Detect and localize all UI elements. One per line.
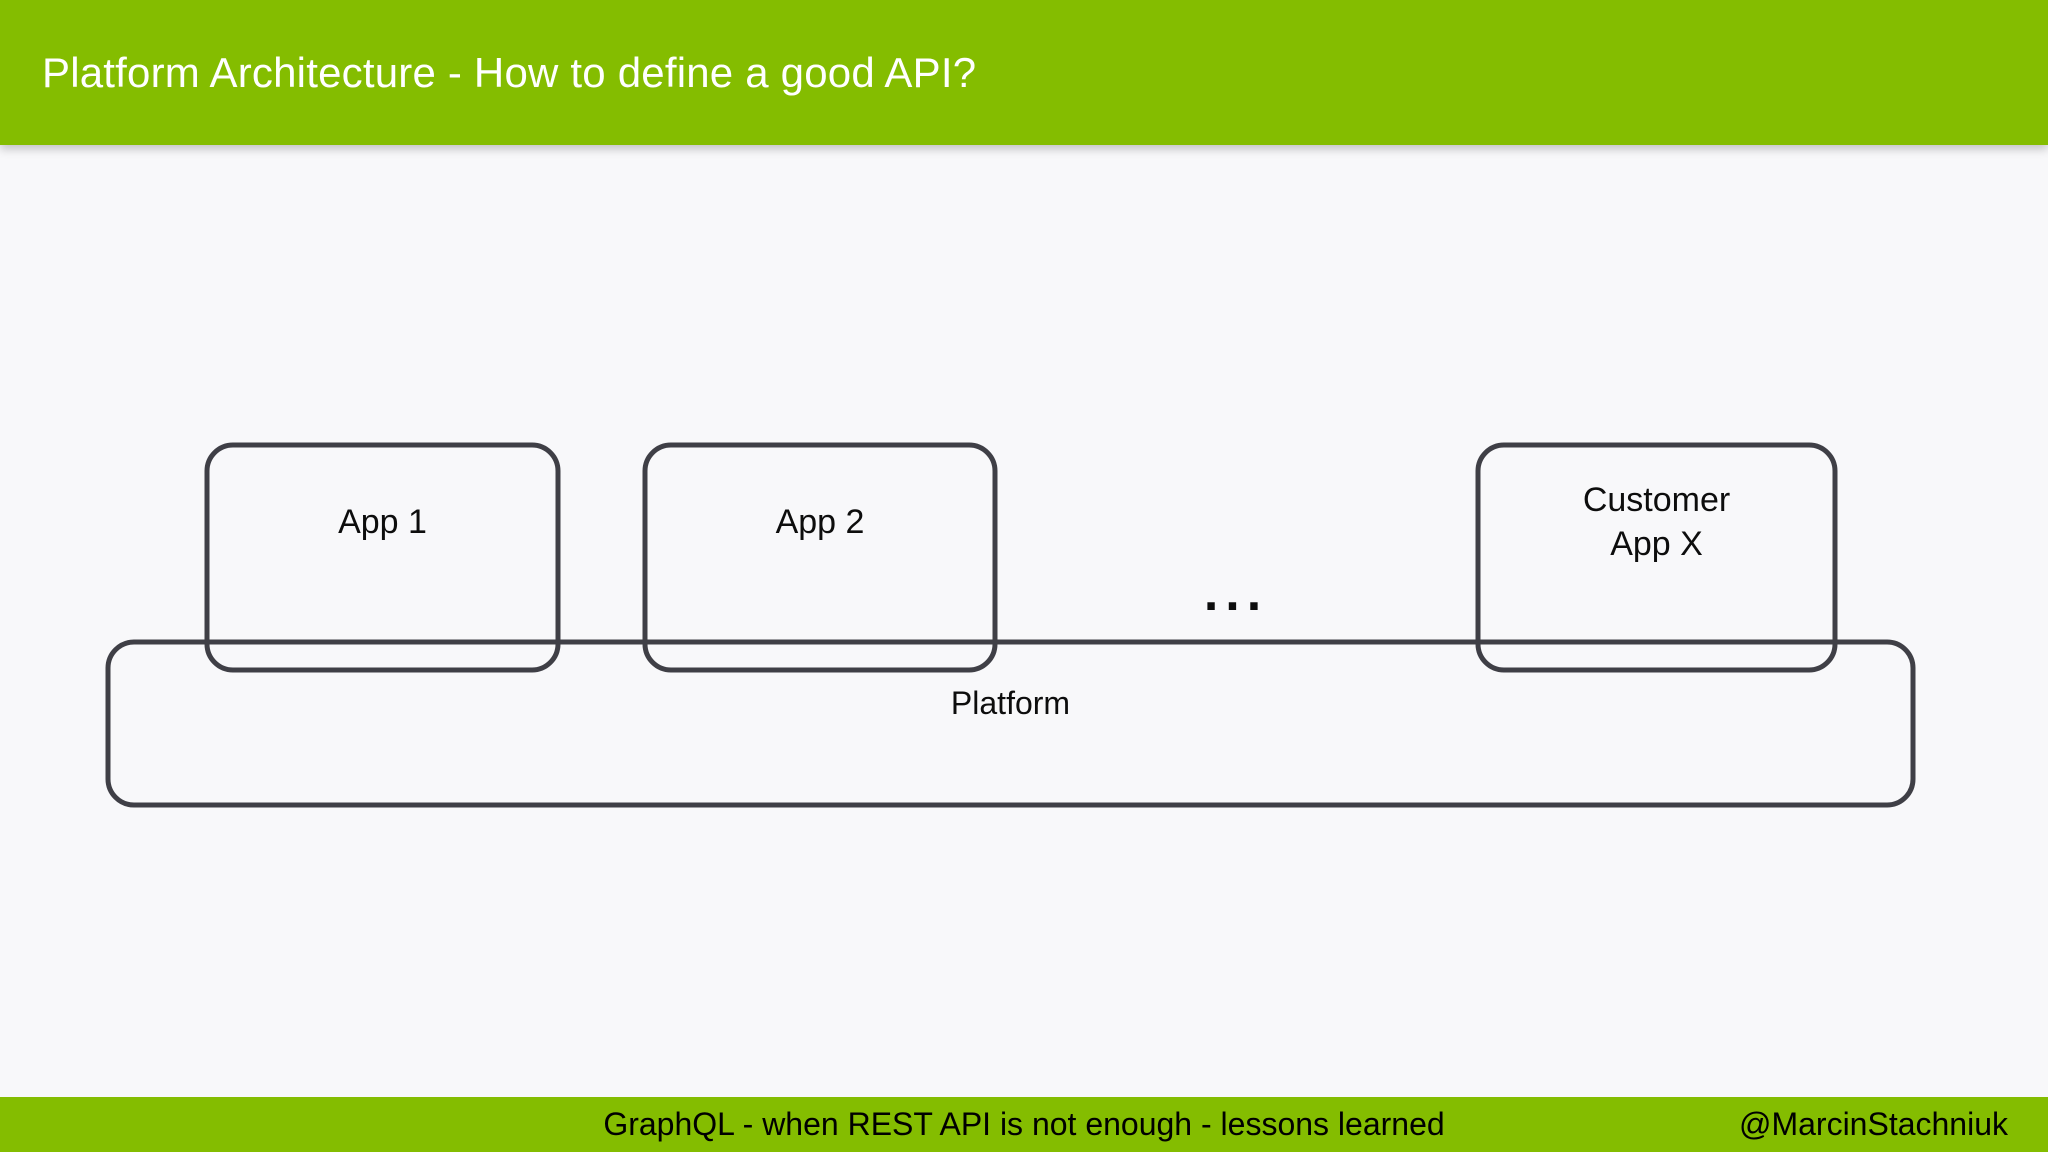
platform-box[interactable]	[105, 639, 1916, 808]
footer-speaker-handle: @MarcinStachniuk	[1738, 1106, 2008, 1142]
ellipsis-label: ...	[1203, 564, 1269, 622]
app2-box[interactable]	[642, 442, 998, 673]
slide-footer-bar: GraphQL - when REST API is not enough - …	[0, 1097, 2048, 1152]
footer-talk-title: GraphQL - when REST API is not enough - …	[603, 1106, 1445, 1142]
page-title: Platform Architecture - How to define a …	[42, 49, 977, 96]
customer-app-box[interactable]	[1475, 442, 1838, 673]
slide-header-bar: Platform Architecture - How to define a …	[0, 0, 2048, 145]
architecture-diagram: App 1 App 2 ... Customer App X Platform	[0, 145, 2048, 1097]
diagram-canvas	[105, 442, 1916, 808]
app1-box[interactable]	[204, 442, 561, 673]
